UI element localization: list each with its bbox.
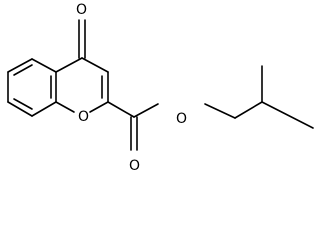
bond-benzene-1 <box>7 58 33 73</box>
bond-ch-ch3-right <box>261 101 314 129</box>
bond-ch2-ch <box>234 101 263 119</box>
bond-ring-o-c8a <box>55 101 75 113</box>
atom-label-ketone-o: O <box>76 2 87 18</box>
bond-benzene-inner-1 <box>13 64 33 76</box>
atom-label-ester-o: O <box>176 111 187 127</box>
bond-benzene-5 <box>7 101 33 117</box>
bond-ester-c-o <box>133 103 159 118</box>
molecule-drawing: O O O O <box>7 2 314 174</box>
atom-label-ring-o: O <box>78 109 89 125</box>
bond-benzene-4 <box>31 101 57 117</box>
atom-label-carbonyl-o: O <box>129 158 140 174</box>
bond-c4-c3 <box>81 57 109 73</box>
bond-benzene-2 <box>31 58 57 73</box>
bond-c2-ring-o <box>89 101 109 113</box>
bond-c4a-c4 <box>55 57 83 73</box>
structure-diagram: O O O O <box>7 2 314 174</box>
bond-benzene-inner-3 <box>13 98 33 110</box>
bond-c2-ester-c <box>107 101 135 118</box>
bond-o-ch2 <box>204 103 236 119</box>
